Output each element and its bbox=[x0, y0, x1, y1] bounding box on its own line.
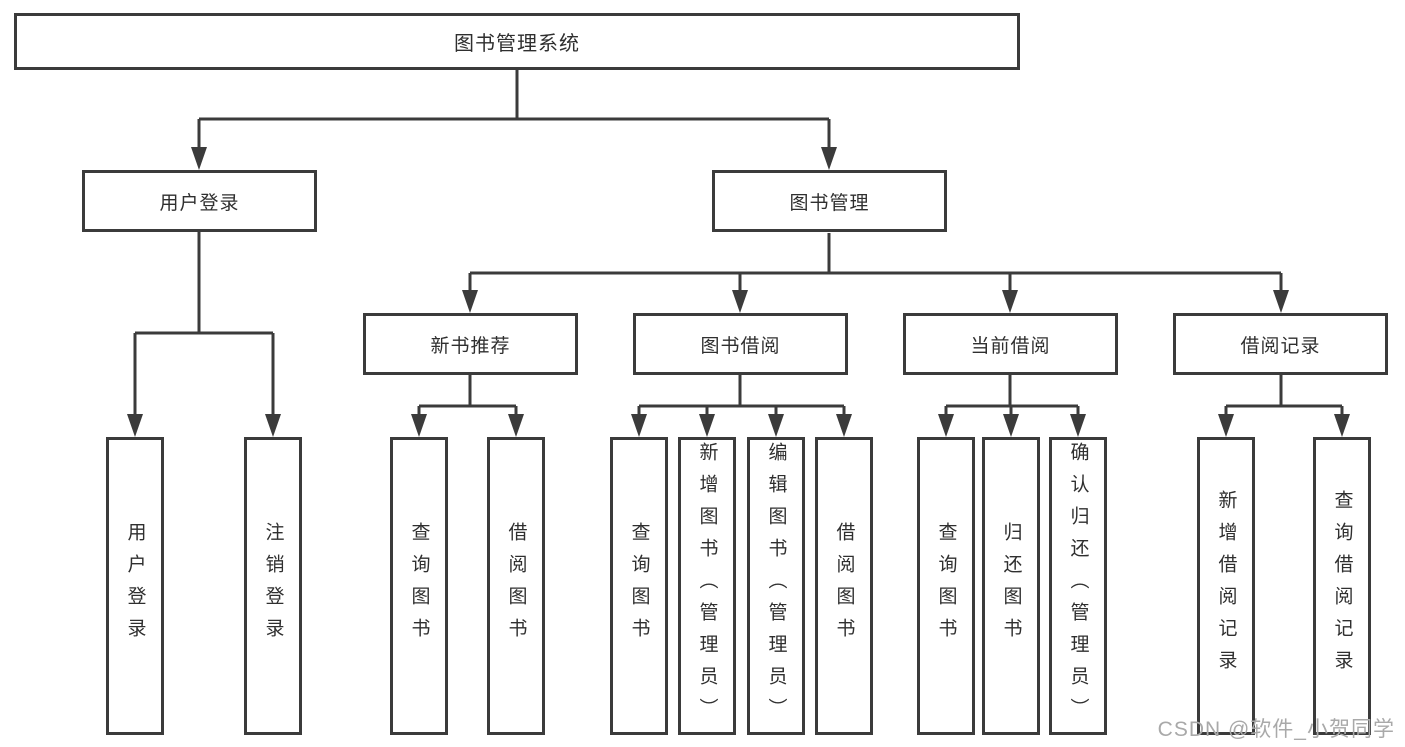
node-label: 查询图书 bbox=[935, 522, 957, 650]
arrowhead-icon bbox=[1334, 414, 1350, 437]
arrowhead-icon bbox=[938, 414, 954, 437]
leaf-query-books: 查询图书 bbox=[917, 437, 975, 735]
node-label: 借阅图书 bbox=[505, 522, 527, 650]
leaf-query-borrow-record: 查询借阅记录 bbox=[1313, 437, 1371, 735]
arrowhead-icon bbox=[1002, 290, 1018, 313]
arrowhead-icon bbox=[821, 147, 837, 170]
connector-current-borrow-to-leaves bbox=[944, 375, 1080, 419]
node-label: 图书管理系统 bbox=[454, 33, 580, 55]
node-label: 新增借阅记录 bbox=[1215, 490, 1237, 682]
arrowheads bbox=[127, 147, 1350, 437]
node-label: 查询图书 bbox=[628, 522, 650, 650]
arrowhead-icon bbox=[836, 414, 852, 437]
leaf-edit-books-admin: 编辑图书（管理员） bbox=[747, 437, 805, 735]
leaf-add-books-admin: 新增图书（管理员） bbox=[678, 437, 736, 735]
node-library-management-system: 图书管理系统 bbox=[14, 13, 1020, 70]
node-label: 图书借阅 bbox=[700, 335, 781, 357]
arrowhead-icon bbox=[1273, 290, 1289, 313]
connector-new-book-to-leaves bbox=[417, 375, 518, 419]
node-borrowing-records: 借阅记录 bbox=[1173, 313, 1388, 375]
node-label: 用户登录 bbox=[159, 192, 240, 214]
arrowhead-icon bbox=[1070, 414, 1086, 437]
connector-book-borrow-to-leaves bbox=[637, 375, 846, 419]
node-book-borrowing: 图书借阅 bbox=[633, 313, 848, 375]
node-user-login: 用户登录 bbox=[82, 170, 317, 232]
node-label: 确认归还（管理员） bbox=[1067, 442, 1089, 730]
node-label: 新书推荐 bbox=[430, 335, 511, 357]
leaf-add-borrow-record: 新增借阅记录 bbox=[1197, 437, 1255, 735]
node-book-management: 图书管理 bbox=[712, 170, 947, 232]
leaf-query-books: 查询图书 bbox=[610, 437, 668, 735]
arrowhead-icon bbox=[768, 414, 784, 437]
connector-root-to-level2 bbox=[197, 70, 831, 150]
arrowhead-icon bbox=[191, 147, 207, 170]
leaf-return-books: 归还图书 bbox=[982, 437, 1040, 735]
arrowhead-icon bbox=[732, 290, 748, 313]
csdn-watermark: CSDN @软件_小贺同学 bbox=[1157, 718, 1395, 741]
connector-book-mgmt-to-level3 bbox=[468, 233, 1283, 295]
node-label: 注销登录 bbox=[262, 522, 284, 650]
arrowhead-icon bbox=[127, 414, 143, 437]
node-label: 图书管理 bbox=[789, 192, 870, 214]
arrowhead-icon bbox=[508, 414, 524, 437]
connector-borrow-record-to-leaves bbox=[1224, 375, 1344, 419]
node-label: 当前借阅 bbox=[970, 335, 1051, 357]
leaf-borrow-books: 借阅图书 bbox=[815, 437, 873, 735]
node-label: 新增图书（管理员） bbox=[696, 442, 718, 730]
leaf-query-books: 查询图书 bbox=[390, 437, 448, 735]
arrowhead-icon bbox=[1218, 414, 1234, 437]
node-label: 查询图书 bbox=[408, 522, 430, 650]
arrowhead-icon bbox=[411, 414, 427, 437]
node-label: 编辑图书（管理员） bbox=[765, 442, 787, 730]
node-label: 借阅记录 bbox=[1240, 335, 1321, 357]
arrowhead-icon bbox=[265, 414, 281, 437]
leaf-borrow-books: 借阅图书 bbox=[487, 437, 545, 735]
leaf-user-login: 用户登录 bbox=[106, 437, 164, 735]
node-label: 查询借阅记录 bbox=[1331, 490, 1353, 682]
node-label: 用户登录 bbox=[124, 522, 146, 650]
node-label: 借阅图书 bbox=[833, 522, 855, 650]
node-label: 归还图书 bbox=[1000, 522, 1022, 650]
leaf-logout: 注销登录 bbox=[244, 437, 302, 735]
leaf-confirm-return-admin: 确认归还（管理员） bbox=[1049, 437, 1107, 735]
connector-user-login-to-leaves bbox=[133, 232, 275, 417]
arrowhead-icon bbox=[1003, 414, 1019, 437]
node-current-borrowing: 当前借阅 bbox=[903, 313, 1118, 375]
arrowhead-icon bbox=[462, 290, 478, 313]
arrowhead-icon bbox=[699, 414, 715, 437]
arrowhead-icon bbox=[631, 414, 647, 437]
node-new-book-recommend: 新书推荐 bbox=[363, 313, 578, 375]
